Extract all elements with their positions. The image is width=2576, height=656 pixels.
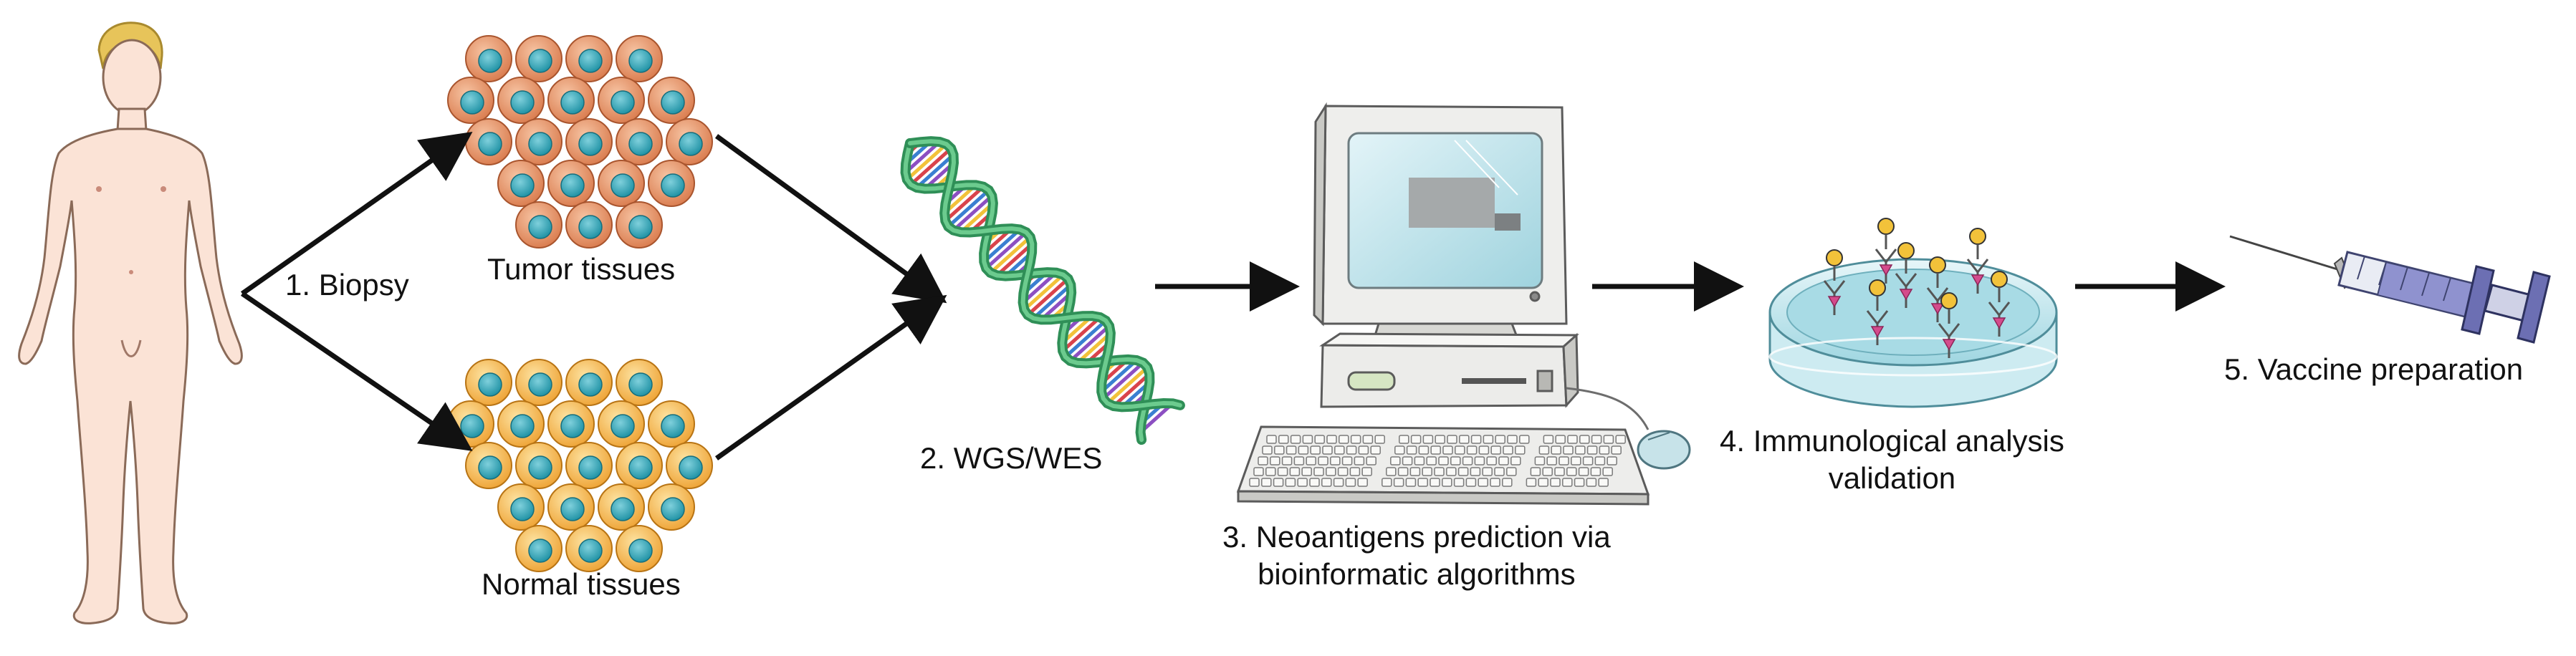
petri-dish-icon: [1768, 218, 2058, 408]
tumor-cell: [598, 160, 645, 207]
tumor-cell: [616, 118, 663, 165]
step-2-label: 2. WGS/WES: [920, 440, 1102, 477]
tumor-cell: [497, 77, 545, 124]
vaccine-text: 5. Vaccine preparation: [2224, 352, 2524, 386]
validation-text-line2: validation: [1828, 461, 1956, 495]
arrow-biopsy-to-normal: [241, 291, 473, 451]
step-4-label: 4. Immunological analysis validation: [1720, 423, 2064, 497]
wgs-wes-text: 2. WGS/WES: [920, 441, 1103, 475]
human-body-icon: [18, 21, 243, 624]
normal-cell: [598, 400, 645, 448]
prediction-text-line1: 3. Neoantigens prediction via: [1222, 520, 1611, 554]
normal-tissue-cells: [447, 359, 713, 572]
tumor-tissues-text: Tumor tissues: [487, 252, 676, 286]
tumor-cell: [648, 160, 695, 207]
normal-cell: [565, 442, 613, 489]
antibody-icon: [1874, 218, 1897, 284]
dna-helix-icon: [900, 136, 1185, 445]
normal-cell: [515, 525, 562, 572]
tumor-tissue-cells: [447, 35, 713, 249]
antibody-icon: [1966, 228, 1989, 294]
normal-cell: [565, 525, 613, 572]
normal-cell: [648, 483, 695, 531]
step-1-label: 1. Biopsy: [285, 266, 409, 304]
normal-cell: [565, 359, 613, 406]
normal-cell: [465, 442, 512, 489]
arrow-normal-to-dna: [714, 294, 947, 460]
normal-cell: [598, 483, 645, 531]
antibody-icon: [1866, 279, 1889, 345]
normal-cell: [497, 400, 545, 448]
normal-cell: [547, 400, 595, 448]
tumor-cell: [565, 118, 613, 165]
tumor-cell: [648, 77, 695, 124]
normal-cell: [465, 359, 512, 406]
normal-cell: [648, 400, 695, 448]
tumor-cell: [515, 201, 562, 249]
biopsy-text: 1. Biopsy: [285, 268, 409, 302]
tumor-cell: [447, 77, 494, 124]
tumor-cell: [616, 35, 663, 82]
tumor-cell: [497, 160, 545, 207]
step-3-label: 3. Neoantigens prediction via bioinforma…: [1222, 518, 1611, 593]
normal-cell: [515, 359, 562, 406]
normal-tissues-label: Normal tissues: [482, 566, 681, 603]
antibody-icon: [1823, 249, 1846, 315]
tumor-cell: [547, 77, 595, 124]
tumor-cell: [565, 201, 613, 249]
arrow-biopsy-to-tumor: [240, 131, 473, 296]
tumor-cell: [465, 118, 512, 165]
syringe-icon: [2229, 235, 2551, 344]
normal-cell: [515, 442, 562, 489]
tumor-cell: [547, 160, 595, 207]
tumor-cell: [515, 35, 562, 82]
tumor-cell: [598, 77, 645, 124]
normal-cell: [547, 483, 595, 531]
antibody-icon: [1938, 292, 1960, 358]
normal-tissues-text: Normal tissues: [482, 567, 681, 601]
normal-cell: [616, 525, 663, 572]
antibody-icon: [1926, 256, 1949, 322]
tumor-cell: [616, 201, 663, 249]
tumor-tissues-label: Tumor tissues: [487, 251, 675, 288]
normal-cell: [616, 359, 663, 406]
tumor-cell: [515, 118, 562, 165]
tumor-cell: [666, 118, 713, 165]
antibody-icon: [1895, 242, 1917, 308]
arrow-tumor-to-dna: [714, 134, 947, 304]
tumor-cell: [465, 35, 512, 82]
step-5-label: 5. Vaccine preparation: [2224, 351, 2523, 388]
tumor-cell: [565, 35, 613, 82]
computer-icon: [1236, 102, 1691, 506]
prediction-text-line2: bioinformatic algorithms: [1258, 557, 1576, 591]
normal-cell: [497, 483, 545, 531]
normal-cell: [616, 442, 663, 489]
antibody-icon: [1988, 271, 2011, 337]
normal-cell: [666, 442, 713, 489]
validation-text-line1: 4. Immunological analysis: [1720, 424, 2064, 458]
